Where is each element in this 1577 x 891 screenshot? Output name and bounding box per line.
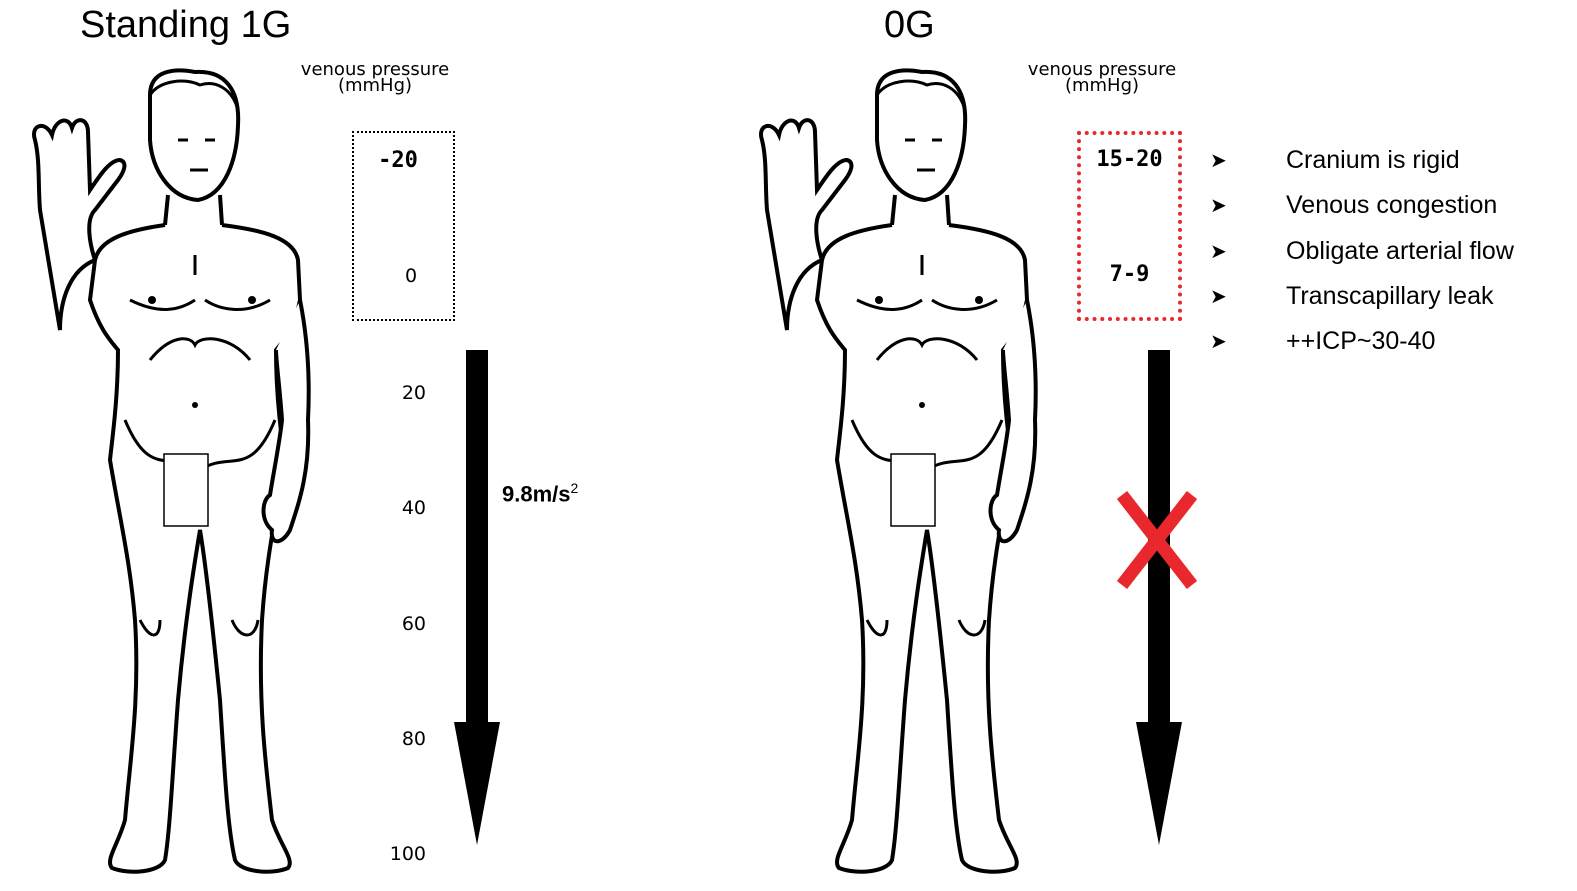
tick-label: 40 bbox=[366, 497, 426, 519]
acceleration-exponent: 2 bbox=[571, 480, 579, 496]
left-panel-title: Standing 1G bbox=[80, 4, 291, 47]
acceleration-value: 9.8m/s bbox=[502, 481, 571, 506]
bullet-text: Cranium is rigid bbox=[1286, 146, 1460, 175]
tick-label: 20 bbox=[366, 382, 426, 404]
bullet-item: ➤ Obligate arterial flow bbox=[1210, 236, 1514, 266]
arrowhead-bullet-icon: ➤ bbox=[1210, 329, 1286, 353]
arrowhead-bullet-icon: ➤ bbox=[1210, 193, 1286, 217]
bullet-text: Obligate arterial flow bbox=[1286, 237, 1514, 266]
right-venous-unit: (mmHg) bbox=[1002, 78, 1202, 94]
right-box-value-bottom: 7-9 bbox=[1077, 262, 1182, 287]
figure-0g bbox=[761, 70, 1036, 871]
gravity-arrow-right bbox=[1136, 350, 1182, 845]
arrowhead-bullet-icon: ➤ bbox=[1210, 148, 1286, 172]
left-box-value-top: -20 bbox=[352, 148, 444, 173]
tick-label: 100 bbox=[366, 843, 426, 865]
arrowhead-bullet-icon: ➤ bbox=[1210, 284, 1286, 308]
left-box-value-bottom: 0 bbox=[365, 265, 457, 287]
figure-standing-1g bbox=[34, 70, 309, 871]
tick-label: 60 bbox=[366, 613, 426, 635]
arrowhead-bullet-icon: ➤ bbox=[1210, 239, 1286, 263]
right-box-value-top: 15-20 bbox=[1077, 147, 1182, 172]
bullet-item: ➤ Venous congestion bbox=[1210, 190, 1497, 220]
left-venous-pressure-label: venous pressure (mmHg) bbox=[275, 62, 475, 94]
right-venous-pressure-label: venous pressure (mmHg) bbox=[1002, 62, 1202, 94]
bullet-item: ➤ Cranium is rigid bbox=[1210, 145, 1460, 175]
bullet-text: Venous congestion bbox=[1286, 191, 1497, 220]
bullet-text: Transcapillary leak bbox=[1286, 282, 1493, 311]
tick-label: 80 bbox=[366, 728, 426, 750]
right-panel-title: 0G bbox=[884, 4, 935, 47]
left-venous-unit: (mmHg) bbox=[275, 78, 475, 94]
bullet-text: ++ICP~30-40 bbox=[1286, 327, 1435, 356]
bullet-item: ➤ Transcapillary leak bbox=[1210, 281, 1493, 311]
gravity-arrow-left bbox=[454, 350, 500, 845]
acceleration-label: 9.8m/s2 bbox=[502, 480, 578, 507]
bullet-item: ➤ ++ICP~30-40 bbox=[1210, 326, 1435, 356]
